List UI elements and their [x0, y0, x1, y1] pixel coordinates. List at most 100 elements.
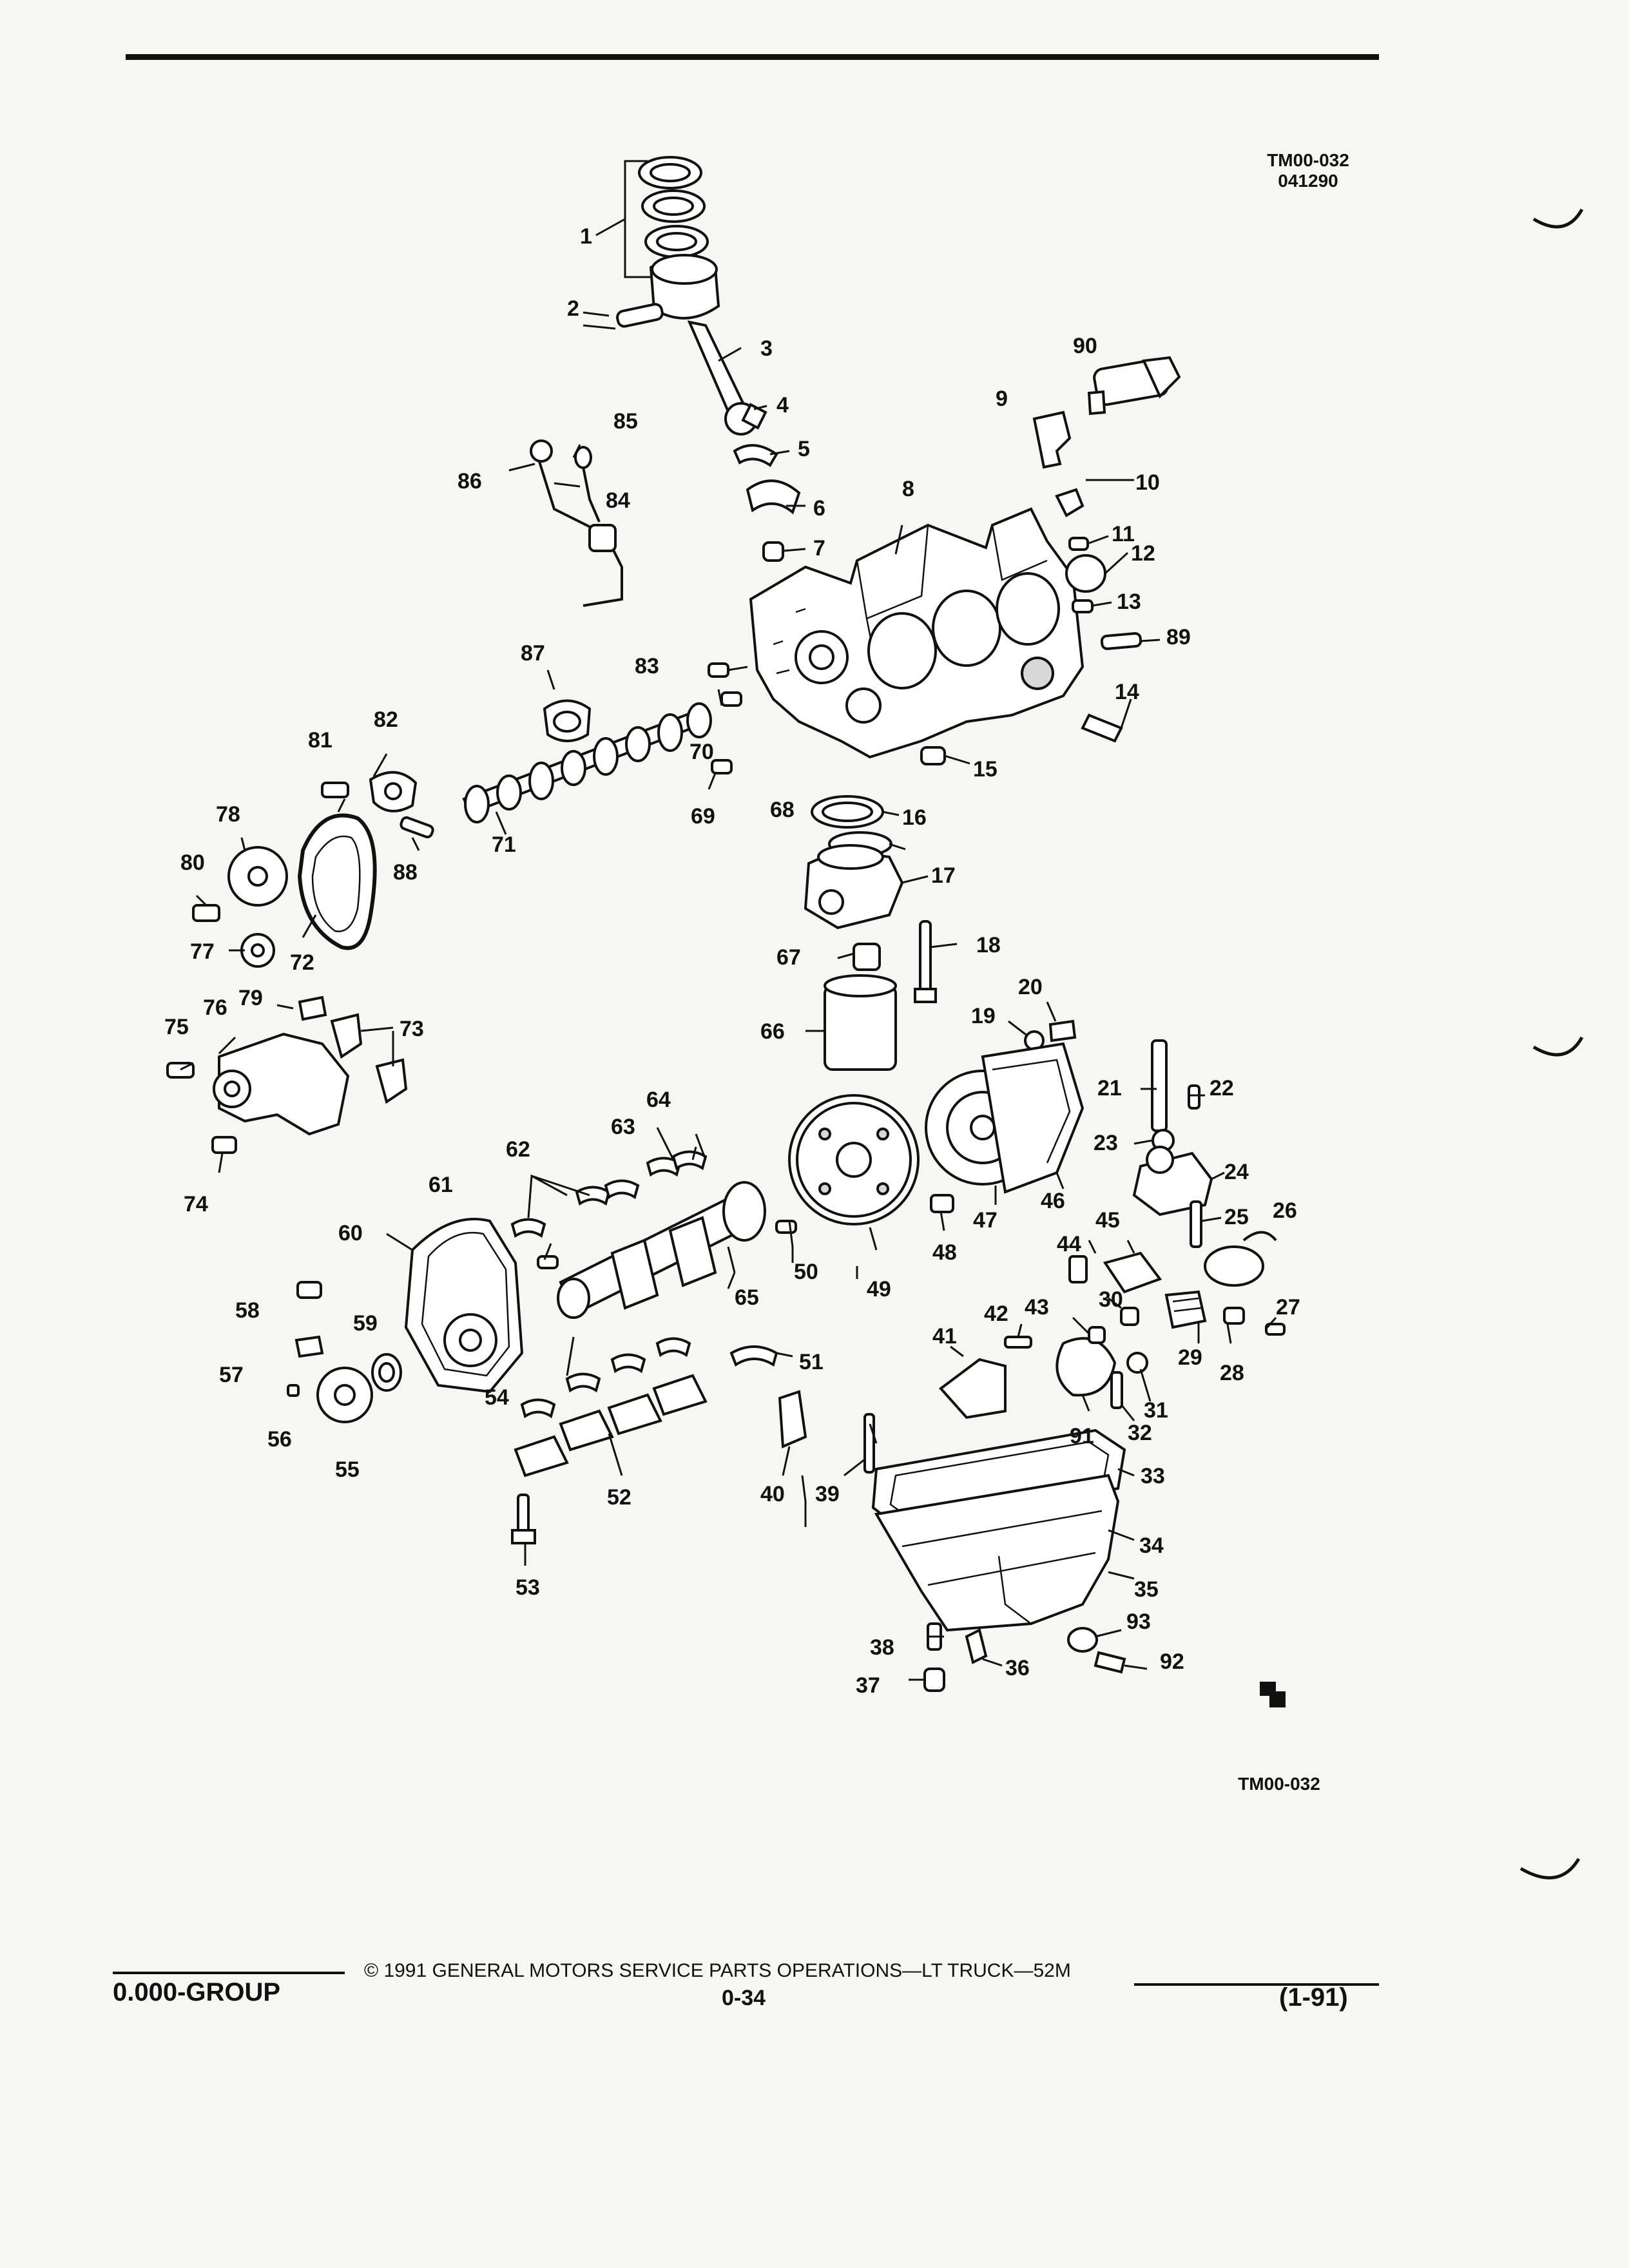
callout-4: 4	[776, 393, 789, 418]
callout-66: 66	[760, 1019, 785, 1044]
callout-6: 6	[813, 496, 825, 521]
callout-30: 30	[1099, 1287, 1123, 1312]
callout-24: 24	[1224, 1160, 1249, 1184]
callout-78: 78	[216, 802, 240, 827]
callout-19: 19	[971, 1004, 996, 1028]
callout-9: 9	[996, 387, 1008, 411]
callout-47: 47	[973, 1208, 998, 1233]
callout-46: 46	[1041, 1189, 1065, 1213]
revision-date: (1-91)	[1279, 1983, 1348, 2012]
engine-parts-drawing	[166, 156, 1584, 1879]
callout-7: 7	[813, 536, 825, 561]
callout-55: 55	[335, 1457, 360, 1482]
callout-81: 81	[308, 728, 333, 753]
callout-48: 48	[932, 1240, 957, 1265]
callout-29: 29	[1178, 1345, 1202, 1370]
callout-70: 70	[689, 740, 714, 764]
callout-87: 87	[521, 641, 545, 666]
callout-71: 71	[492, 832, 516, 857]
callout-26: 26	[1273, 1198, 1297, 1223]
callout-37: 37	[856, 1673, 880, 1698]
callout-45: 45	[1095, 1208, 1120, 1233]
callout-18: 18	[976, 933, 1001, 957]
callout-41: 41	[932, 1324, 957, 1349]
callout-8: 8	[902, 477, 914, 501]
group-label: 0.000-GROUP	[113, 1978, 281, 2006]
callout-76: 76	[203, 995, 227, 1020]
callout-14: 14	[1115, 680, 1139, 704]
callout-23: 23	[1094, 1131, 1118, 1155]
header-rule	[126, 54, 1379, 60]
callout-13: 13	[1117, 590, 1141, 614]
callout-34: 34	[1139, 1533, 1164, 1558]
callout-25: 25	[1224, 1205, 1249, 1229]
callout-22: 22	[1210, 1076, 1234, 1100]
callout-21: 21	[1097, 1076, 1122, 1100]
callout-64: 64	[646, 1088, 671, 1112]
callout-85: 85	[613, 409, 638, 434]
callout-62: 62	[506, 1137, 530, 1162]
illustration-code-bottom: TM00-032	[1238, 1774, 1320, 1794]
callout-50: 50	[794, 1260, 818, 1284]
callout-57: 57	[219, 1363, 244, 1387]
callout-31: 31	[1144, 1398, 1168, 1423]
callout-32: 32	[1128, 1421, 1152, 1445]
callout-61: 61	[429, 1173, 453, 1197]
callout-60: 60	[338, 1221, 363, 1245]
callout-53: 53	[516, 1575, 540, 1600]
callout-39: 39	[815, 1482, 840, 1506]
callout-10: 10	[1135, 470, 1160, 495]
page-number: 0-34	[722, 1986, 766, 2010]
callout-63: 63	[611, 1115, 635, 1139]
callout-92: 92	[1160, 1649, 1184, 1674]
callout-49: 49	[867, 1277, 891, 1302]
callout-86: 86	[458, 469, 482, 494]
callout-43: 43	[1025, 1295, 1049, 1320]
copyright-line: © 1991 GENERAL MOTORS SERVICE PARTS OPER…	[364, 1960, 1071, 1981]
illustration-date-code: 041290	[1278, 171, 1338, 191]
callout-35: 35	[1134, 1577, 1159, 1602]
callout-77: 77	[190, 939, 215, 964]
callout-73: 73	[400, 1017, 424, 1041]
callout-91: 91	[1070, 1424, 1094, 1448]
callout-11: 11	[1112, 522, 1135, 546]
callout-15: 15	[973, 757, 998, 782]
callout-80: 80	[180, 850, 205, 875]
callout-93: 93	[1126, 1610, 1151, 1634]
callout-12: 12	[1131, 541, 1155, 566]
illustration-code-top: TM00-032	[1267, 150, 1349, 170]
callout-28: 28	[1220, 1361, 1244, 1385]
callout-65: 65	[735, 1285, 759, 1310]
callout-83: 83	[635, 654, 659, 678]
callout-44: 44	[1057, 1232, 1081, 1256]
callout-82: 82	[374, 707, 398, 732]
callout-17: 17	[931, 863, 956, 888]
callout-16: 16	[902, 805, 927, 830]
callout-33: 33	[1141, 1464, 1165, 1488]
callout-40: 40	[760, 1482, 785, 1506]
callout-36: 36	[1005, 1656, 1030, 1680]
callout-27: 27	[1276, 1295, 1300, 1320]
callout-38: 38	[870, 1635, 894, 1660]
callout-84: 84	[606, 488, 630, 513]
footer-rule-left	[113, 1972, 345, 1974]
callout-69: 69	[691, 804, 715, 829]
callout-42: 42	[984, 1302, 1008, 1326]
callout-90: 90	[1073, 334, 1097, 358]
callout-68: 68	[770, 798, 795, 822]
callout-52: 52	[607, 1485, 631, 1510]
callout-59: 59	[353, 1311, 378, 1336]
callout-67: 67	[776, 945, 801, 970]
footer-rule-right	[1134, 1983, 1379, 1986]
callout-3: 3	[760, 336, 773, 361]
callout-79: 79	[238, 986, 263, 1010]
callout-75: 75	[164, 1015, 189, 1039]
callout-51: 51	[799, 1350, 824, 1374]
callout-5: 5	[798, 437, 810, 461]
callout-2: 2	[567, 296, 579, 321]
callout-72: 72	[290, 950, 314, 975]
callout-1: 1	[580, 224, 592, 249]
